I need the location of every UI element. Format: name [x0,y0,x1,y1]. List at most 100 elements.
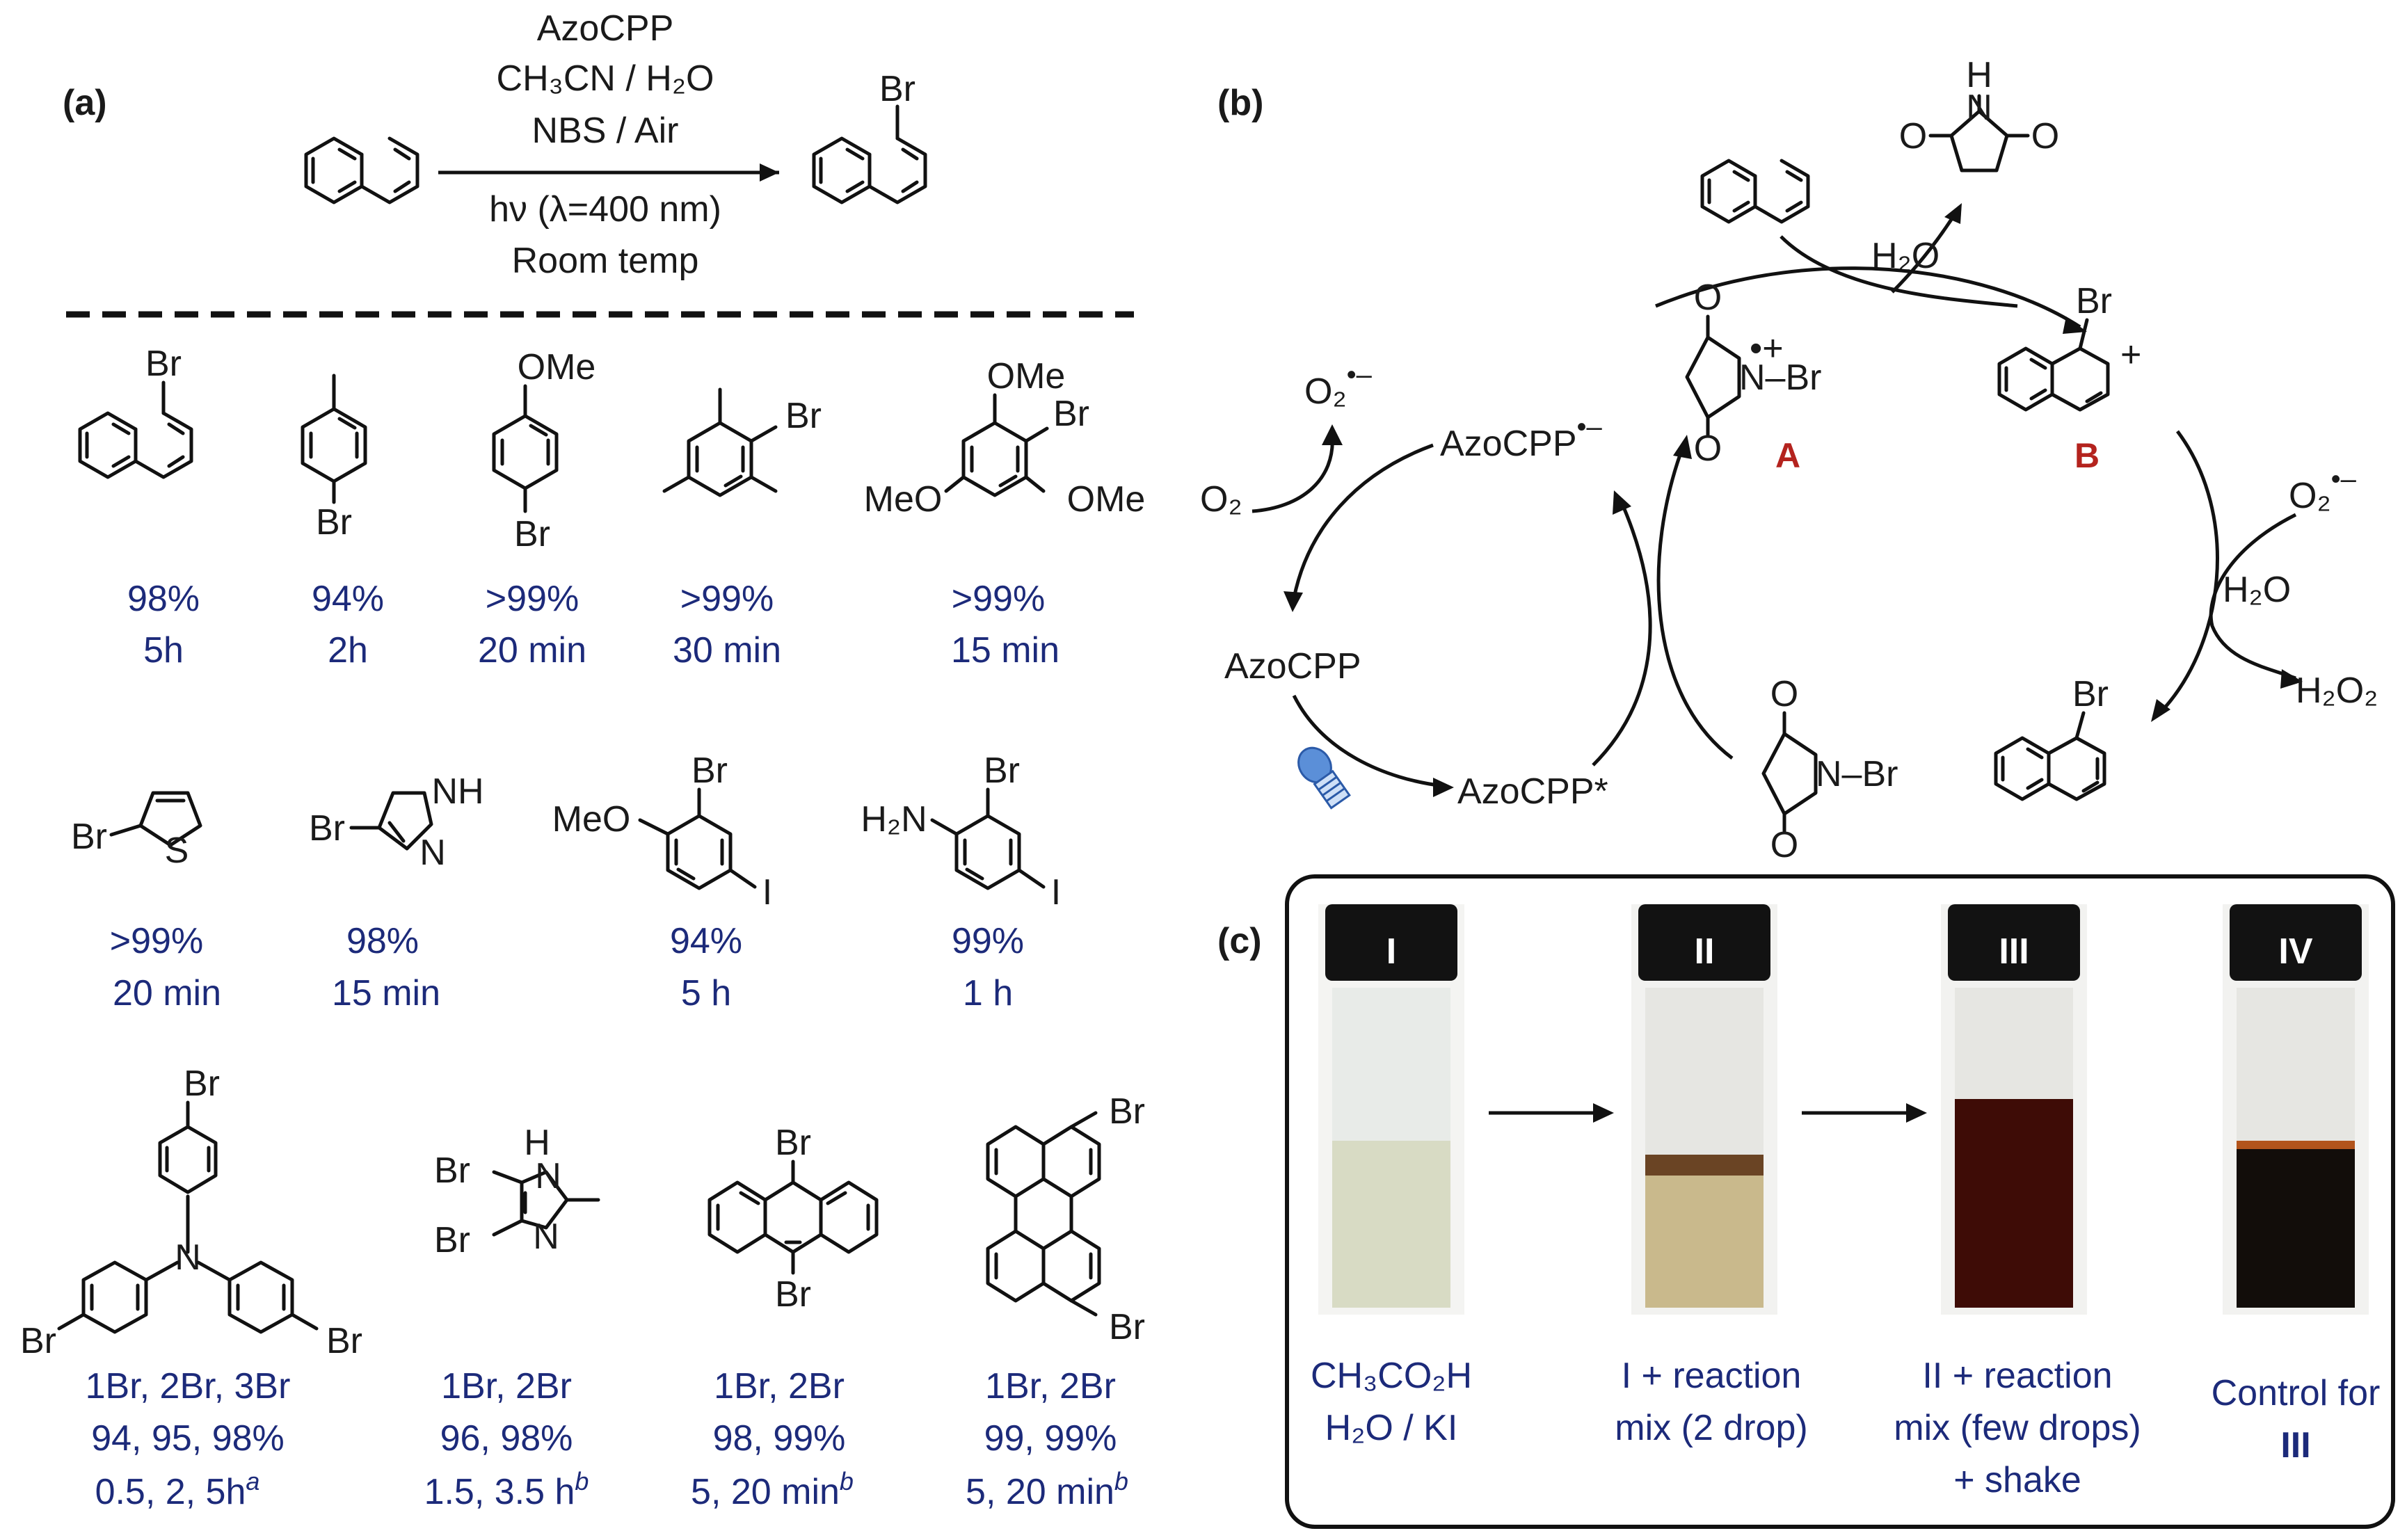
svg-text:mix (2 drop): mix (2 drop) [1615,1408,1807,1448]
row3-yields: 1Br, 2Br, 3Br 94, 95, 98% 0.5, 2, 5ha 1B… [86,1366,1128,1512]
svg-text:Br: Br [316,502,352,543]
vial-IV-label: IV [2278,931,2312,972]
svg-text:N: N [175,1237,201,1278]
arrow-radical-to-ground [1292,443,1434,599]
azocpp-radical-anion: AzoCPP•– [1440,412,1603,464]
vial-III-label: III [1999,931,2029,972]
substrate-bromomesitylene: Br [662,387,822,497]
svg-text:94, 95, 98%: 94, 95, 98% [91,1418,285,1459]
svg-text:5, 20 minb: 5, 20 minb [966,1467,1128,1512]
svg-text:Br: Br [309,808,345,849]
vial-I: I [1318,904,1464,1315]
svg-text:O: O [1899,116,1927,157]
svg-text:Br: Br [2072,674,2109,714]
svg-text:Br: Br [775,1274,811,1315]
succinimide-product: H N O O [1899,55,2059,173]
svg-text:98, 99%: 98, 99% [713,1418,846,1459]
svg-text:>99%: >99% [680,579,774,619]
svg-text:H: H [1966,55,1992,95]
svg-text:N: N [419,833,446,873]
svg-text:Br: Br [785,396,822,436]
svg-text:H₂N: H₂N [861,799,927,840]
svg-text:1.5, 3.5 hb: 1.5, 3.5 hb [424,1467,589,1512]
intermediate-A: O O N–Br •+ [1685,278,1821,469]
svg-text:1 h: 1 h [963,973,1013,1013]
svg-text:15 min: 15 min [951,630,1059,671]
svg-text:1Br, 2Br: 1Br, 2Br [714,1366,845,1406]
nbs-reagent: O O N–Br [1761,674,1898,865]
svg-text:94%: 94% [670,921,742,961]
svg-text:I + reaction: I + reaction [1622,1356,1802,1396]
substrate-triphenylamine: Br N Br Br [20,1064,362,1361]
svg-text:H₂O / KI: H₂O / KI [1325,1408,1458,1448]
h2o-right-label: H₂O [2223,570,2291,610]
arrow-ground-to-excited [1292,694,1444,788]
svg-text:>99%: >99% [110,921,203,961]
svg-text:98%: 98% [346,921,419,961]
label-A: A [1775,436,1800,475]
svg-text:Br: Br [434,1150,470,1191]
svg-text:OMe: OMe [987,356,1066,396]
row1-yields: 98% 5h 94% 2h >99% 20 min >99% 30 min >9… [127,579,1059,671]
naphthalene-reactant [304,136,419,204]
svg-text:O: O [1694,278,1722,318]
svg-text:NH: NH [431,771,483,812]
substrate-bromotoluene: Br [301,374,367,543]
svg-text:N: N [535,1156,561,1196]
substrate-dibromopyrene: Br Br [986,1091,1145,1347]
substrate-bromoiodoanisole: MeO Br I [552,751,773,913]
svg-text:I: I [762,872,772,913]
condition-catalyst: AzoCPP [537,8,674,49]
substrate-bromopyrazole: Br NH N [309,771,484,873]
vial-I-label: I [1386,931,1396,972]
svg-text:Br: Br [145,344,182,384]
svg-text:Br: Br [71,817,107,857]
condition-solvent: CH₃CN / H₂O [497,58,714,99]
svg-text:MeO: MeO [552,799,631,840]
svg-text:N: N [533,1217,559,1257]
svg-text:CH₃CO₂H: CH₃CO₂H [1311,1356,1472,1396]
svg-text:Br: Br [1109,1091,1145,1132]
svg-text:1Br, 2Br, 3Br: 1Br, 2Br, 3Br [86,1366,291,1406]
substrate-dibromoanthracene: Br Br [707,1123,879,1315]
substrate-trimethoxybromobenzene: OMe Br MeO OMe [864,356,1146,520]
svg-text:5, 20 minb: 5, 20 minb [691,1467,854,1512]
arrow-nbs-to-A [1656,444,1734,760]
svg-text:94%: 94% [312,579,384,619]
svg-text:15 min: 15 min [332,973,440,1013]
svg-text:MeO: MeO [864,479,943,520]
svg-text:S: S [165,831,189,871]
azocpp-excited: AzoCPP* [1457,771,1608,812]
svg-text:Br: Br [184,1064,220,1104]
svg-text:O: O [1770,674,1798,714]
h2o2-label: H₂O₂ [2296,671,2378,711]
panel-label-a: (a) [63,83,107,123]
svg-text:20 min: 20 min [478,630,586,671]
svg-text:30 min: 30 min [673,630,781,671]
condition-light: hν (λ=400 nm) [489,189,721,230]
svg-text:1Br, 2Br: 1Br, 2Br [441,1366,572,1406]
svg-text:+: + [2120,335,2141,375]
arrow-o2-to-superoxide [1252,434,1334,513]
svg-text:I: I [1051,872,1061,913]
svg-text:•+: •+ [1750,328,1784,369]
svg-text:Br: Br [434,1220,470,1260]
vial-III: III [1941,904,2087,1315]
svg-text:Br: Br [1053,394,1089,434]
svg-text:H: H [524,1123,550,1163]
svg-text:Br: Br [775,1123,811,1163]
condition-temp: Room temp [512,241,699,281]
svg-text:>99%: >99% [952,579,1045,619]
svg-text:Br: Br [984,751,1020,791]
reaction-conditions: AzoCPP CH₃CN / H₂O NBS / Air hν (λ=400 n… [489,8,721,281]
svg-text:96, 98%: 96, 98% [440,1418,573,1459]
svg-text:99, 99%: 99, 99% [984,1418,1117,1459]
svg-text:99%: 99% [952,921,1024,961]
svg-text:O: O [1770,825,1798,865]
substrate-1bromonaphthalene: Br [78,344,193,479]
svg-text:OMe: OMe [518,347,596,387]
vial-captions: CH₃CO₂H H₂O / KI I + reaction mix (2 dro… [1311,1356,2380,1500]
panel-c-frame [1285,874,2395,1529]
condition-reagent: NBS / Air [532,111,679,151]
